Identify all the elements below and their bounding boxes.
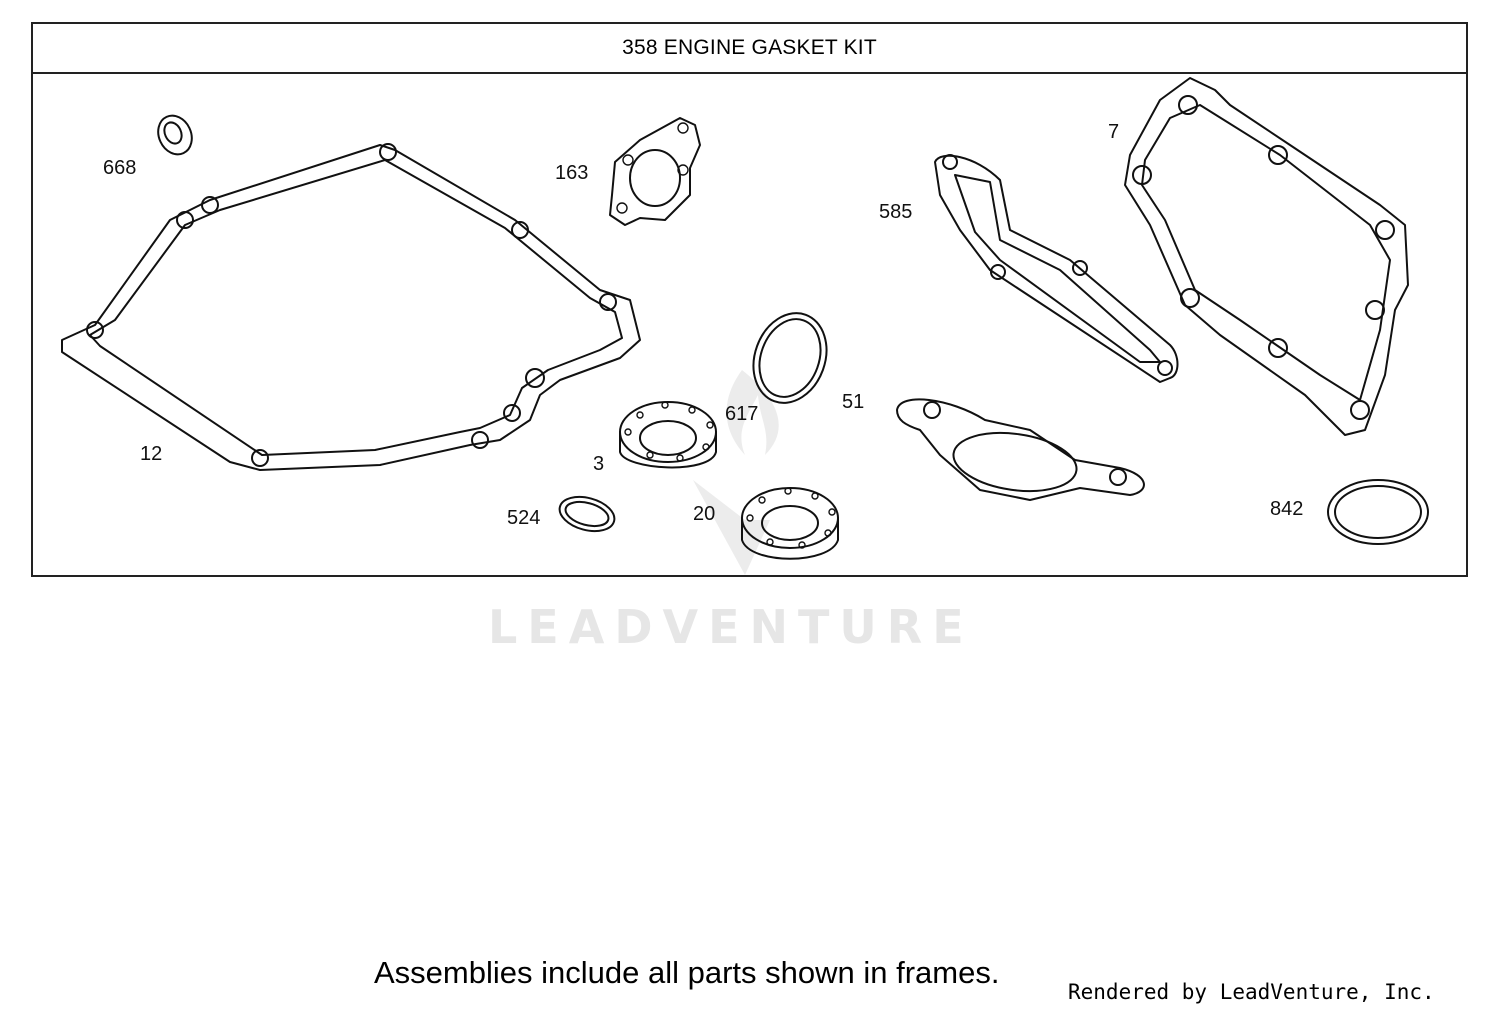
callout-51: 51 [842, 391, 864, 413]
callout-585: 585 [879, 201, 912, 223]
part-3-oil-seal[interactable] [619, 401, 717, 469]
part-163-flange-gasket[interactable] [609, 117, 701, 226]
watermark-text: LEADVENTURE [488, 600, 974, 654]
callout-668: 668 [103, 157, 136, 179]
part-842-ring[interactable] [1327, 479, 1429, 545]
callout-7: 7 [1108, 121, 1119, 143]
footer-note: Assemblies include all parts shown in fr… [374, 955, 1000, 990]
part-524-small-o-ring[interactable] [556, 491, 618, 536]
footer-credit: Rendered by LeadVenture, Inc. [1068, 980, 1435, 1004]
callout-842: 842 [1270, 498, 1303, 520]
part-51-exhaust-gasket[interactable] [896, 398, 1145, 501]
callout-617: 617 [725, 403, 758, 425]
part-12-crankcase-gasket[interactable] [61, 143, 641, 471]
part-617-o-ring[interactable] [741, 303, 838, 413]
part-585-intake-gasket[interactable] [934, 154, 1179, 383]
callout-20: 20 [693, 503, 715, 525]
part-20-oil-seal[interactable] [741, 487, 839, 560]
callout-12: 12 [140, 443, 162, 465]
diagram-title: 358 ENGINE GASKET KIT [622, 36, 877, 59]
part-668-seal[interactable] [152, 110, 198, 160]
callout-3: 3 [593, 453, 604, 475]
callout-524: 524 [507, 507, 540, 529]
part-7-head-gasket[interactable] [1124, 77, 1409, 436]
callout-163: 163 [555, 162, 588, 184]
diagram-frame: 358 ENGINE GASKET KIT [31, 22, 1468, 577]
diagram-title-bar: 358 ENGINE GASKET KIT [33, 24, 1466, 74]
